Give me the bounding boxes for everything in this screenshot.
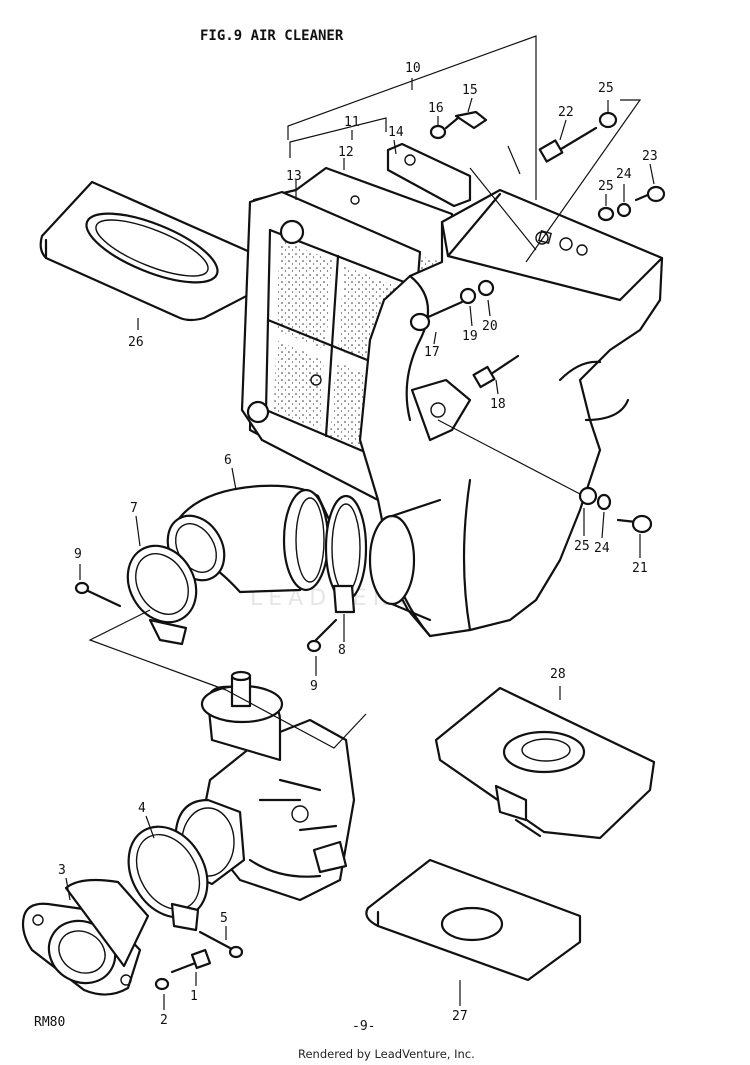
callout-25c: 25 [574, 539, 590, 554]
callout-17: 17 [424, 345, 440, 360]
callout-9a: 9 [74, 547, 82, 562]
callout-6: 6 [224, 453, 232, 468]
callout-24b: 24 [594, 541, 610, 556]
callout-19: 19 [462, 329, 478, 344]
figure-title: FIG.9 AIR CLEANER [200, 28, 344, 44]
callout-7: 7 [130, 501, 138, 516]
clamp-7 [74, 544, 198, 646]
callout-28: 28 [550, 667, 566, 682]
page-number: -9- [352, 1019, 375, 1034]
air-cleaner-box [358, 188, 664, 638]
callout-2: 2 [160, 1013, 168, 1028]
callout-24a: 24 [616, 167, 632, 182]
callout-3: 3 [58, 863, 66, 878]
model-label: RM80 [34, 1015, 65, 1030]
pad-27 [365, 858, 582, 982]
callout-8: 8 [338, 643, 346, 658]
callout-15: 15 [462, 83, 478, 98]
foam-pad-26 [39, 180, 264, 322]
callout-25b: 25 [598, 179, 614, 194]
callout-13: 13 [286, 169, 302, 184]
intake-pipe-3 [21, 878, 150, 996]
callout-4: 4 [138, 801, 146, 816]
footer-credit: Rendered by LeadVenture, Inc. [298, 1047, 475, 1061]
clamp-8 [306, 494, 368, 653]
callout-20: 20 [482, 319, 498, 334]
callout-12: 12 [338, 145, 354, 160]
callout-14: 14 [388, 125, 404, 140]
callout-11: 11 [344, 115, 360, 130]
pad-28 [434, 686, 656, 840]
callout-22: 22 [558, 105, 574, 120]
callout-1: 1 [190, 989, 198, 1004]
callout-16: 16 [428, 101, 444, 116]
callout-27: 27 [452, 1009, 468, 1024]
bolts-manifold [154, 930, 244, 991]
leader-lines [65, 35, 655, 1010]
callout-9b: 9 [310, 679, 318, 694]
bracket-14 [386, 142, 472, 208]
callout-26: 26 [128, 335, 144, 350]
callout-25a: 25 [598, 81, 614, 96]
callout-21: 21 [632, 561, 648, 576]
callout-5: 5 [220, 911, 228, 926]
box-snout [368, 498, 442, 622]
clamp-4 [127, 825, 209, 932]
callout-18: 18 [490, 397, 506, 412]
callout-numbers: 10 11 12 13 14 15 16 17 18 19 20 21 22 2… [58, 61, 658, 1028]
callout-10: 10 [405, 61, 421, 76]
callout-23: 23 [642, 149, 658, 164]
